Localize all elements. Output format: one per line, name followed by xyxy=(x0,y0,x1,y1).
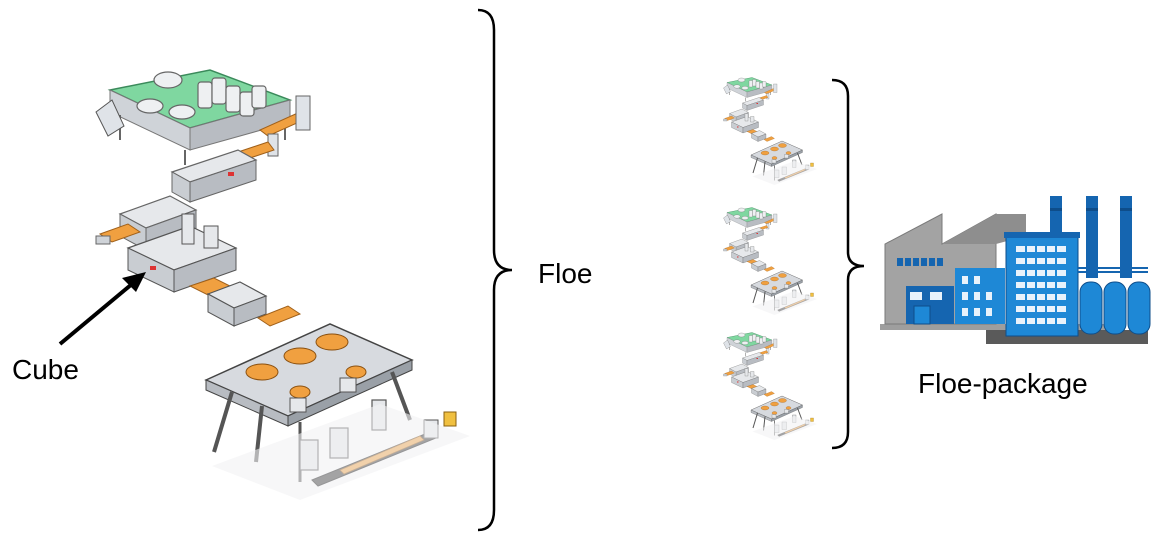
floe-package-brace xyxy=(831,78,865,450)
cube-arrow xyxy=(58,272,146,346)
floe-brace xyxy=(477,8,513,532)
production-line-illustration xyxy=(94,68,472,502)
cube-label: Cube xyxy=(12,354,79,385)
floe-package-label: Floe-package xyxy=(918,368,1088,399)
mini-production-line-icon xyxy=(723,332,818,441)
mini-production-line-icon xyxy=(723,77,818,186)
floe-label: Floe xyxy=(538,258,592,289)
factory-icon xyxy=(879,195,1151,345)
mini-production-line-icon xyxy=(723,207,818,316)
